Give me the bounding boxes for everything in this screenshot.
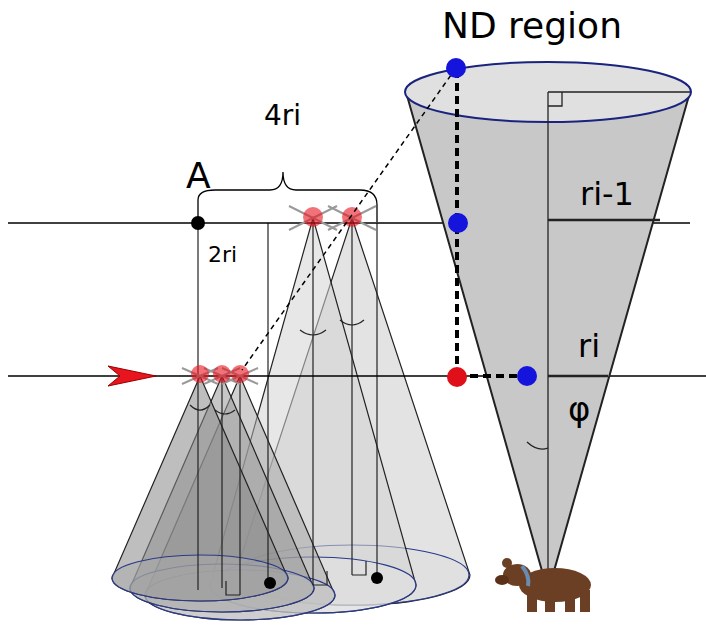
- bear: [495, 558, 591, 612]
- dimension: 4ri: [262, 102, 303, 130]
- radius-label: ri-1: [578, 178, 636, 210]
- dimension: 2ri: [206, 244, 239, 266]
- radius-label: ri: [576, 330, 602, 362]
- point-label: A: [184, 158, 213, 194]
- angle-label: φ: [566, 392, 592, 426]
- region-title: ND region: [440, 8, 624, 44]
